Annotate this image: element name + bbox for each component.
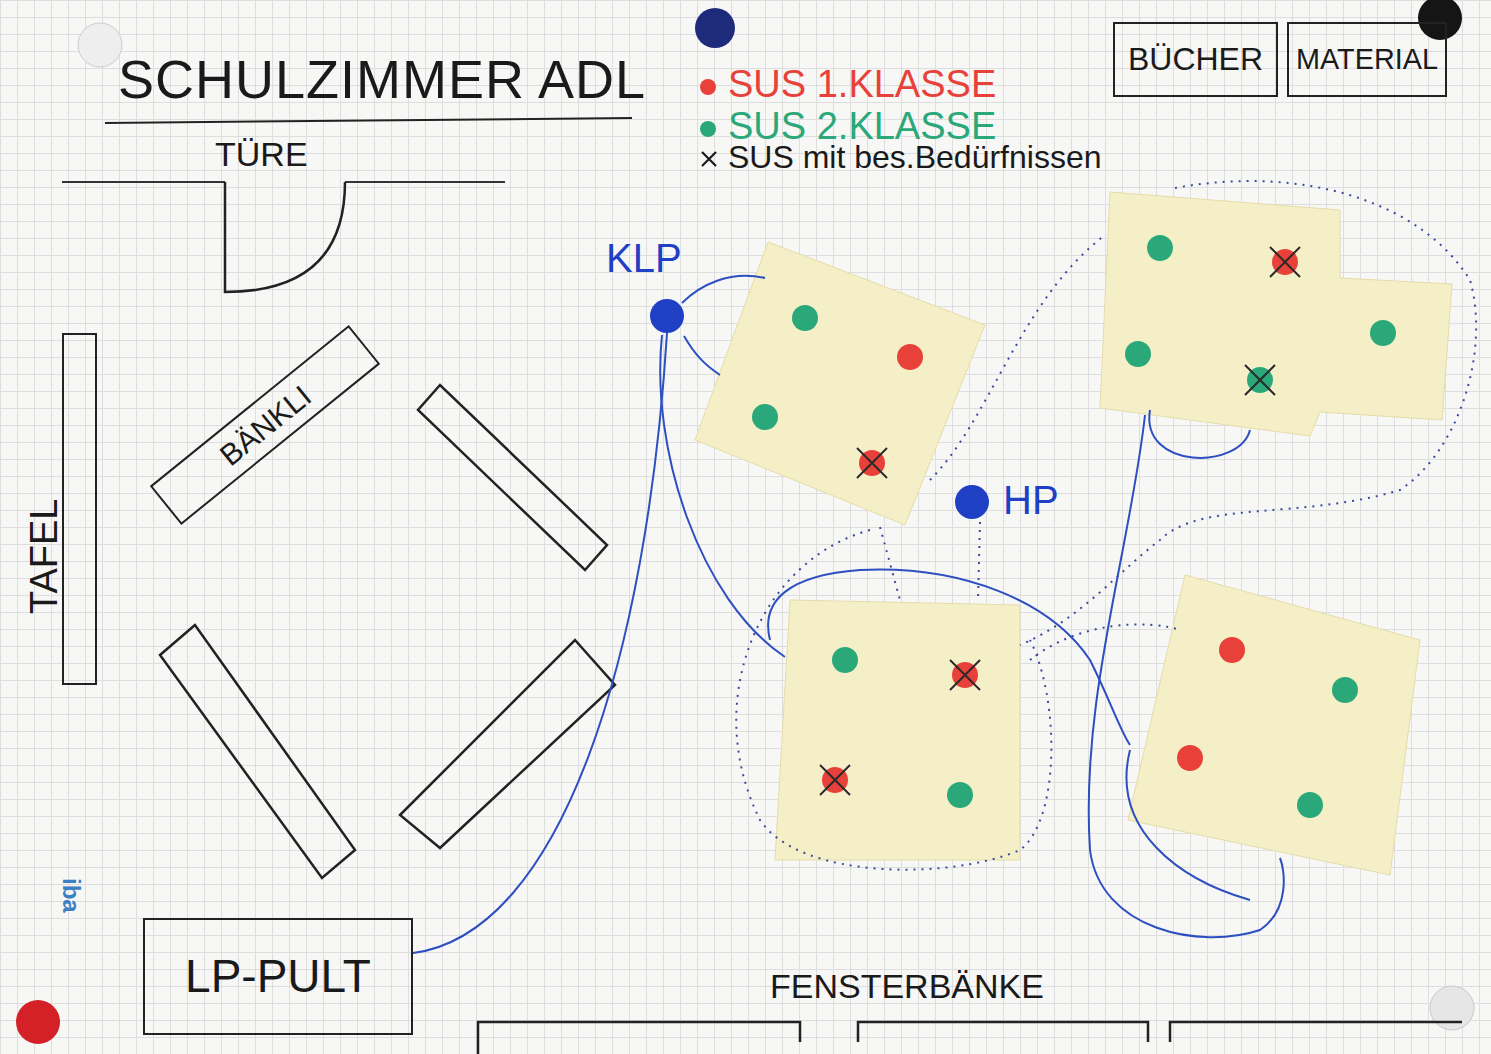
dotted-path — [880, 527, 900, 600]
teacher-label: KLP — [606, 236, 682, 280]
teacher-label: HP — [1003, 478, 1059, 522]
room-label: TÜRE — [215, 136, 308, 173]
cross-mark — [857, 448, 887, 478]
dotted-path — [736, 181, 1476, 870]
legend-swatch — [700, 79, 716, 95]
teacher-dot: KLP — [650, 299, 684, 333]
table-group — [1100, 192, 1452, 436]
board-label: TAFEL — [24, 499, 66, 614]
walk-path — [682, 276, 765, 303]
walk-path — [660, 335, 785, 657]
student-dot — [752, 404, 778, 430]
student-dot — [1219, 637, 1245, 663]
magnet — [695, 8, 735, 48]
student-dots — [752, 235, 1396, 818]
walk-path — [660, 276, 1284, 937]
student-dot — [1370, 320, 1396, 346]
teacher-dot: HP — [955, 485, 989, 519]
node-text: LP-PULT — [185, 951, 371, 1002]
magnet — [78, 23, 122, 67]
window-sill — [478, 1022, 1462, 1054]
bench — [160, 625, 355, 878]
magnet — [1418, 0, 1462, 40]
dotted-path — [930, 235, 1105, 480]
legend-cross — [699, 149, 719, 169]
walk-path — [1149, 410, 1250, 458]
student-dot — [792, 305, 818, 331]
student-dot — [1125, 341, 1151, 367]
node-text: MATERIAL — [1296, 44, 1438, 76]
legend-cross-line — [702, 152, 716, 166]
student-dot — [1332, 677, 1358, 703]
bench-box: BÄNKLI — [150, 325, 380, 525]
table-group — [775, 600, 1020, 860]
cross-mark — [820, 765, 850, 795]
table-group — [695, 242, 985, 525]
dotted-path — [736, 530, 1051, 870]
student-dot — [1147, 235, 1173, 261]
legend-text: SUS 1.KLASSE — [728, 64, 996, 106]
student-dot — [947, 782, 973, 808]
cross-mark — [1270, 247, 1300, 277]
table-group — [1128, 575, 1420, 875]
connector-line — [413, 333, 667, 953]
title-underline — [105, 118, 632, 123]
student-dot — [832, 647, 858, 673]
wall-line — [62, 181, 505, 183]
bench — [418, 385, 607, 570]
desk-box: LP-PULT — [143, 918, 413, 1035]
bench — [400, 640, 615, 848]
shelf-box: MATERIAL — [1287, 22, 1447, 97]
legend-text: SUS mit bes.Bedürfnissen — [728, 140, 1102, 175]
diagram-title: SCHULZIMMER ADL — [118, 50, 646, 109]
dotted-path — [1020, 181, 1476, 645]
dotted-path — [978, 522, 980, 600]
walk-path — [768, 570, 1130, 745]
student-dot — [897, 344, 923, 370]
special-needs-marks — [820, 247, 1300, 795]
shelf-box: BÜCHER — [1113, 22, 1278, 97]
door-symbol — [225, 182, 345, 292]
legend-swatch — [700, 121, 716, 137]
walk-path — [1127, 750, 1250, 900]
watermark: iba — [58, 878, 84, 913]
magnet — [1430, 986, 1474, 1030]
magnet — [16, 1000, 60, 1044]
cross-mark — [1245, 365, 1275, 395]
walk-path — [1089, 415, 1284, 937]
node-text: BÄNKLI — [213, 379, 317, 472]
student-dot — [1177, 745, 1203, 771]
node-text: BÜCHER — [1128, 42, 1263, 77]
cross-mark — [950, 660, 980, 690]
blackboard: TAFEL — [62, 333, 97, 685]
walk-path — [684, 336, 720, 375]
student-dot — [1297, 792, 1323, 818]
room-label: FENSTERBÄNKE — [770, 968, 1044, 1005]
